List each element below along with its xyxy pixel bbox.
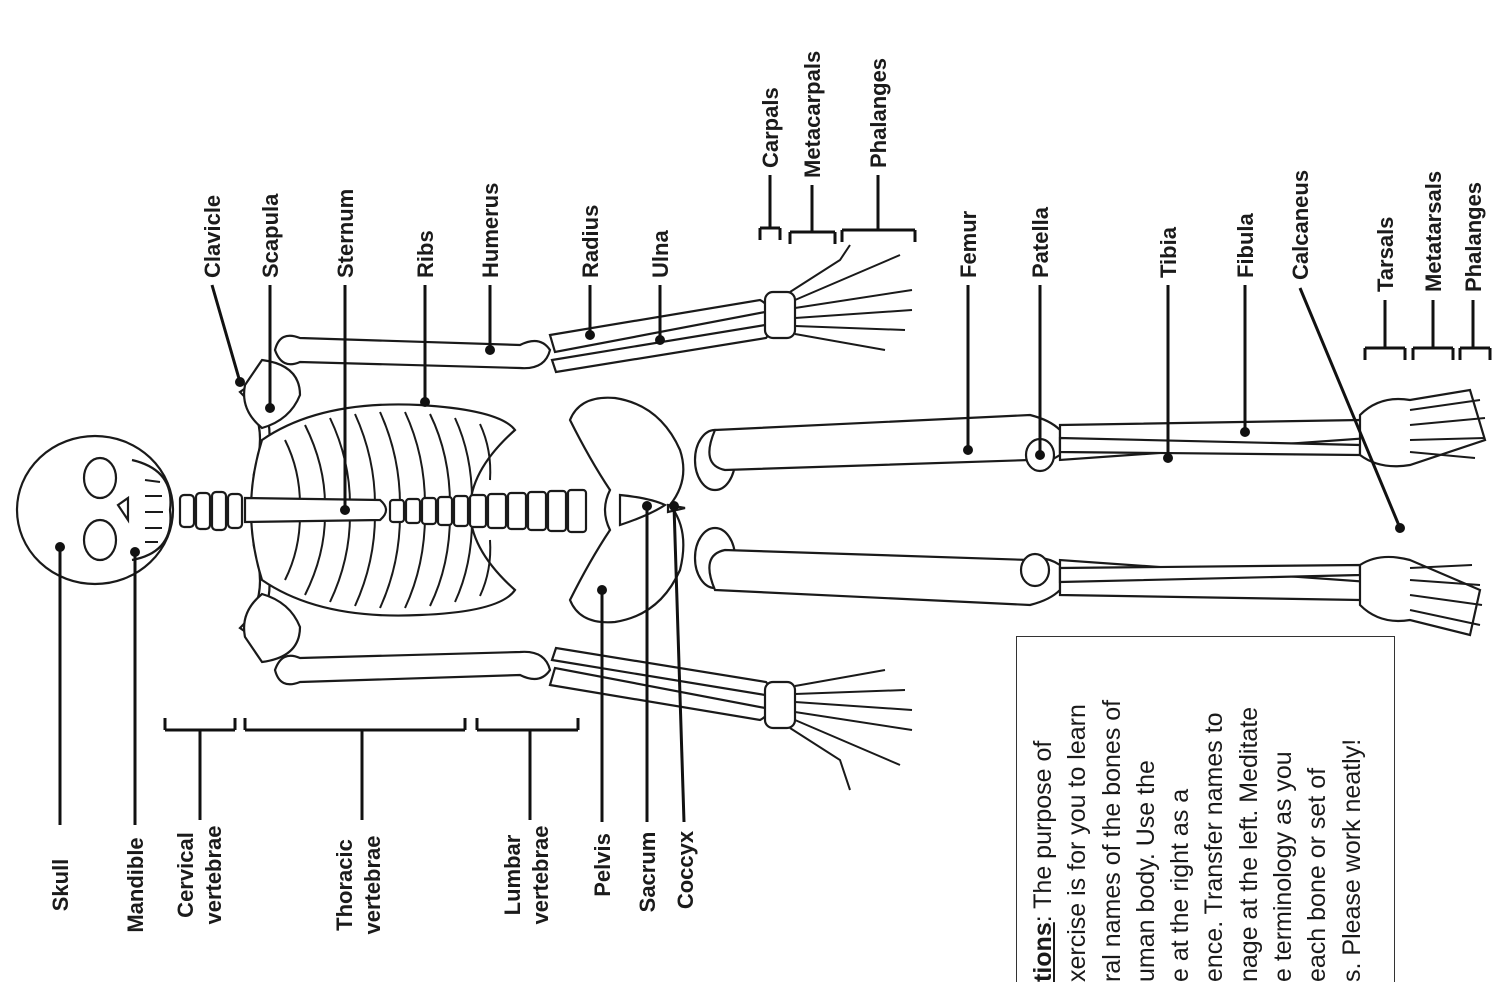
labels-bottom: Skull Mandible Cervical vertebrae Thorac… bbox=[48, 825, 698, 934]
label-ribs: Ribs bbox=[413, 230, 438, 278]
label-radius: Radius bbox=[578, 205, 603, 278]
instructions-line-6: ence. Transfer names to bbox=[1197, 637, 1231, 982]
label-lumbar-line1: Lumbar bbox=[500, 834, 525, 915]
hand-lower bbox=[765, 670, 912, 790]
label-carpals: Carpals bbox=[758, 87, 783, 168]
foot-upper bbox=[1360, 390, 1485, 466]
label-cervical-line2: vertebrae bbox=[201, 825, 226, 924]
instructions-line-7: nage at the left. Meditate bbox=[1232, 637, 1266, 982]
label-phalanges-hand: Phalanges bbox=[866, 58, 891, 168]
femur-upper bbox=[709, 415, 1060, 470]
label-fibula: Fibula bbox=[1233, 212, 1258, 278]
label-femur: Femur bbox=[956, 210, 981, 278]
label-patella: Patella bbox=[1028, 206, 1053, 278]
instructions-line-3: ral names of the bones of bbox=[1095, 637, 1129, 982]
label-tibia: Tibia bbox=[1156, 226, 1181, 278]
label-thoracic-line2: vertebrae bbox=[360, 835, 385, 934]
instructions-line-2: xercise is for you to learn bbox=[1060, 637, 1094, 982]
label-ulna: Ulna bbox=[648, 230, 673, 278]
label-scapula: Scapula bbox=[258, 193, 283, 278]
cervical-spine bbox=[180, 492, 242, 530]
sternum-bone bbox=[245, 498, 386, 522]
label-cervical-line1: Cervical bbox=[173, 832, 198, 918]
instructions-text: tions: The purpose of xercise is for you… bbox=[1026, 637, 1386, 982]
label-thoracic-line1: Thoracic bbox=[332, 839, 357, 931]
instructions-line-8: e terminology as you bbox=[1266, 637, 1300, 982]
label-tarsals: Tarsals bbox=[1373, 217, 1398, 292]
foot-lower bbox=[1360, 557, 1482, 635]
instructions-line-1-rest: : The purpose of bbox=[1029, 741, 1057, 923]
label-lumbar-line2: vertebrae bbox=[528, 825, 553, 924]
instructions-heading: tions bbox=[1029, 922, 1057, 982]
instructions-line-4: uman body. Use the bbox=[1129, 637, 1163, 982]
label-mandible: Mandible bbox=[123, 837, 148, 932]
label-pelvis: Pelvis bbox=[590, 833, 615, 897]
label-coccyx: Coccyx bbox=[673, 830, 698, 909]
label-clavicle: Clavicle bbox=[200, 195, 225, 278]
instructions-line-10: s. Please work neatly! bbox=[1335, 637, 1369, 982]
label-metacarpals: Metacarpals bbox=[800, 51, 825, 178]
label-skull: Skull bbox=[48, 859, 73, 912]
label-phalanges-foot: Phalanges bbox=[1461, 182, 1486, 292]
instructions-line-9: each bone or set of bbox=[1300, 637, 1334, 982]
label-calcaneus: Calcaneus bbox=[1288, 170, 1313, 280]
label-humerus: Humerus bbox=[478, 183, 503, 278]
label-sternum: Sternum bbox=[333, 189, 358, 278]
instructions-line-5: e at the right as a bbox=[1163, 637, 1197, 982]
instructions-line-1: tions: The purpose of bbox=[1026, 637, 1060, 982]
hand-upper bbox=[765, 245, 912, 350]
label-sacrum: Sacrum bbox=[635, 832, 660, 913]
label-metatarsals: Metatarsals bbox=[1421, 171, 1446, 292]
humerus-upper bbox=[275, 336, 550, 368]
